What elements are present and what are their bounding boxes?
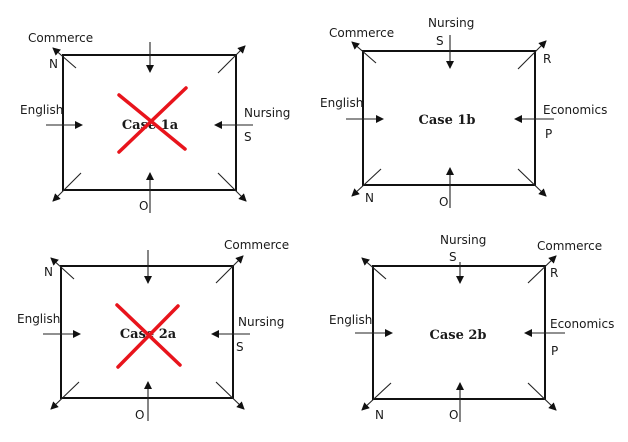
label-o: O xyxy=(139,199,148,213)
arrow-corner-tl xyxy=(52,47,77,69)
case-title: Case 1b xyxy=(418,113,475,128)
label-p: P xyxy=(545,127,552,141)
label-o: O xyxy=(449,408,458,422)
case-title: Case 1a xyxy=(122,118,179,133)
label-p: P xyxy=(551,344,558,358)
label-english: English xyxy=(20,103,63,117)
arrow-corner-tl xyxy=(50,257,75,280)
rejected-cross-mark xyxy=(116,304,180,369)
arrow-corner-tl xyxy=(351,41,377,64)
arrow-corner-br xyxy=(517,168,547,197)
label-nursing: Nursing xyxy=(238,315,284,329)
panel-case-1a: Commerce N English Nursing S O Case 1a xyxy=(20,31,290,213)
table-rectangle xyxy=(60,265,234,399)
arrow-corner-bl xyxy=(50,381,80,410)
arrow-corner-br xyxy=(215,381,245,410)
label-commerce: Commerce xyxy=(224,238,289,252)
label-english: English xyxy=(329,313,372,327)
arrow-corner-bl xyxy=(351,168,382,197)
label-commerce: Commerce xyxy=(28,31,93,45)
rejected-cross-mark xyxy=(117,86,188,154)
label-n: N xyxy=(375,408,384,422)
label-o: O xyxy=(135,408,144,422)
label-english: English xyxy=(320,96,363,110)
arrow-corner-tl xyxy=(361,257,387,280)
arrow-corner-tr xyxy=(215,255,244,284)
label-r: R xyxy=(550,266,558,280)
arrow-corner-tr xyxy=(517,40,547,70)
label-nursing: Nursing xyxy=(244,106,290,120)
label-s: S xyxy=(236,340,244,354)
table-rectangle xyxy=(362,50,536,186)
label-economics: Economics xyxy=(543,103,607,117)
arrow-corner-br xyxy=(527,382,557,411)
arrow-corner-br xyxy=(217,172,247,202)
arrow-corner-tr xyxy=(217,45,246,74)
panel-case-1b: Nursing S Commerce R English Economics P… xyxy=(320,16,607,209)
arrow-corner-tr xyxy=(527,255,557,284)
label-nursing: Nursing xyxy=(440,233,486,247)
label-nursing: Nursing xyxy=(428,16,474,30)
panel-case-2b: Nursing S Commerce R English Economics P… xyxy=(329,233,614,422)
panel-case-2a: Commerce N English Nursing S O Case 2a xyxy=(17,238,289,422)
label-n: N xyxy=(365,191,374,205)
case-title: Case 2b xyxy=(429,328,486,343)
label-o: O xyxy=(439,195,448,209)
label-r: R xyxy=(543,52,551,66)
label-s: S xyxy=(244,130,252,144)
arrow-corner-bl xyxy=(361,382,392,411)
label-economics: Economics xyxy=(550,317,614,331)
label-n: N xyxy=(44,265,53,279)
label-english: English xyxy=(17,312,60,326)
label-commerce: Commerce xyxy=(329,26,394,40)
label-s: S xyxy=(449,250,457,264)
label-commerce: Commerce xyxy=(537,239,602,253)
arrow-corner-bl xyxy=(52,172,82,202)
label-s: S xyxy=(436,34,444,48)
label-n: N xyxy=(49,57,58,71)
